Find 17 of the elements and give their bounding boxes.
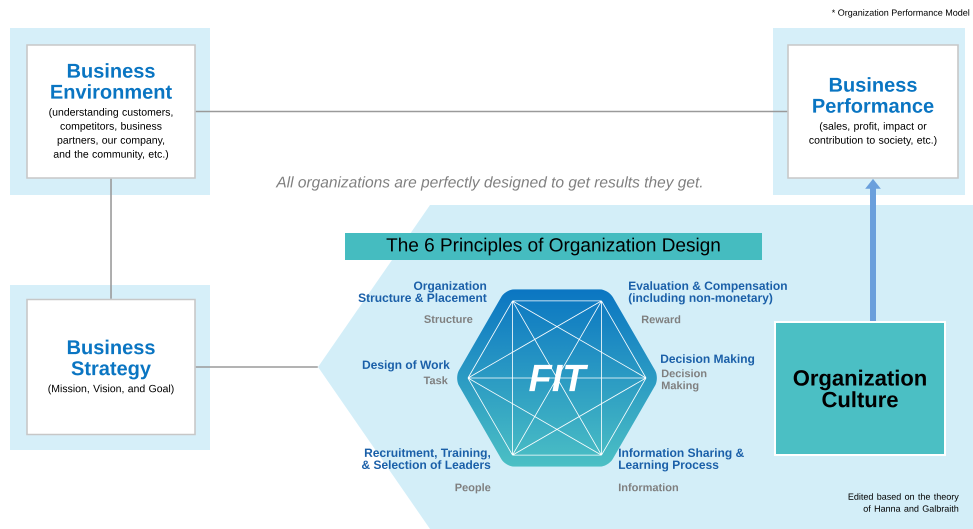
category-label: Information xyxy=(618,483,678,492)
note-text: * Organization Performance Model xyxy=(832,9,970,18)
category-label: Decision Making xyxy=(662,369,706,392)
connector-line xyxy=(110,178,112,299)
principle-label: Decision Making xyxy=(661,354,754,366)
principle-label: Organization Structure & Placement xyxy=(358,281,487,302)
tagline-text: All organizations are perfectly designed to get results they get. xyxy=(276,176,702,191)
principle-label: Design of Work xyxy=(362,360,450,372)
text-box: Business Environment (understanding customers, competitors, business partners, our company, and the community, etc.) xyxy=(26,44,196,179)
text-box: Business Strategy (Mission, Vision, and Goal) xyxy=(26,298,196,436)
connector-line xyxy=(196,366,318,368)
category-label: Task xyxy=(424,376,448,384)
text-box: Business Performance (sales, profit, impact or contribution to society, etc.) xyxy=(787,44,959,179)
connector-line xyxy=(196,110,788,112)
category-label: People xyxy=(455,483,490,494)
culture-box: Organization Culture xyxy=(774,321,946,456)
note-text: Edited based on the theory of Hanna and Galbraith xyxy=(848,493,959,512)
